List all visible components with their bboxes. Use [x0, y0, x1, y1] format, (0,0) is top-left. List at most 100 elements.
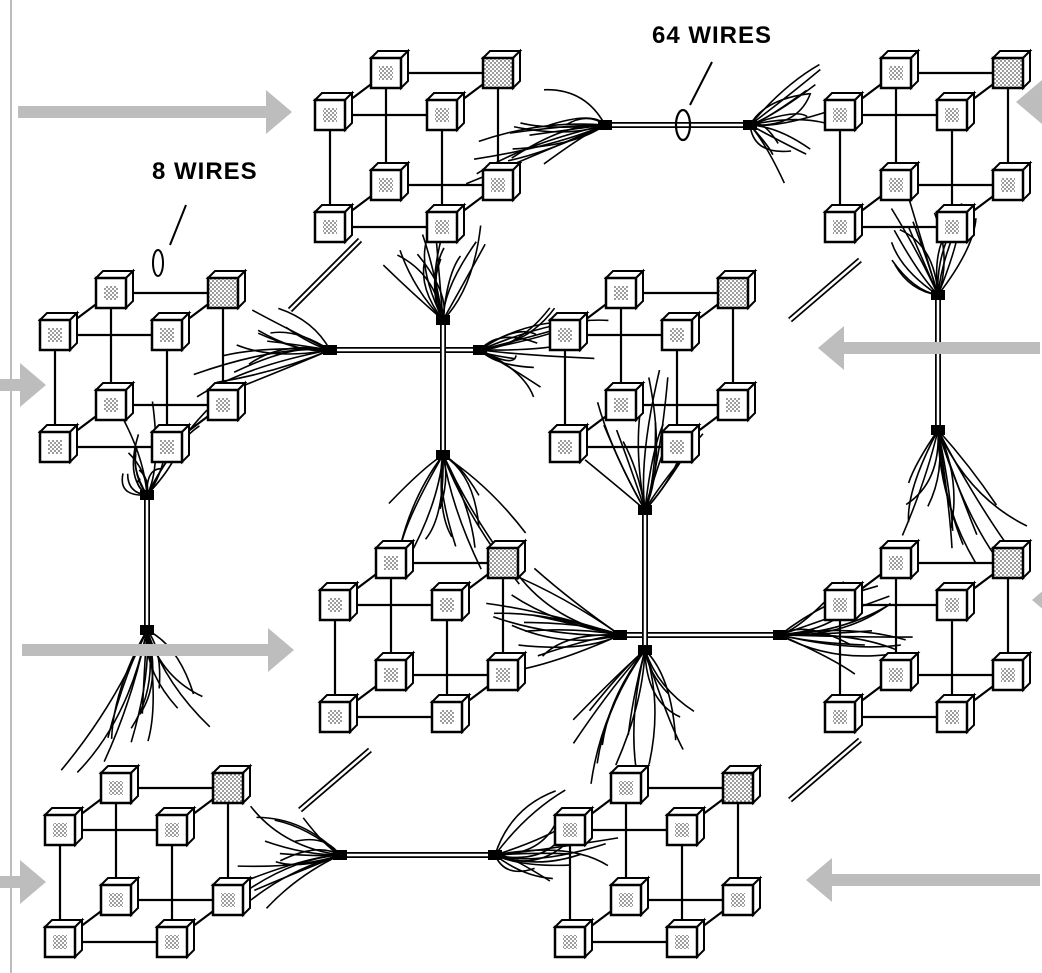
bundle-connector	[473, 345, 487, 355]
cube-inner-mark	[379, 66, 393, 80]
wire	[907, 429, 939, 484]
bundle-connector	[436, 315, 450, 325]
cube-inner-mark	[328, 710, 342, 724]
cube-inner-mark	[675, 935, 689, 949]
trunk-diag-3	[298, 747, 372, 813]
cube-inner-mark	[558, 440, 572, 454]
cube-cluster-7	[42, 763, 253, 960]
wire	[511, 624, 621, 642]
cube-inner-mark	[109, 893, 123, 907]
cube-inner-mark	[619, 893, 633, 907]
wire	[912, 221, 939, 296]
wire	[937, 429, 977, 563]
cube-front-face	[425, 210, 459, 244]
wire	[520, 122, 606, 128]
cube-inner-mark	[435, 108, 449, 122]
label-8-wires: 8 WIRES	[152, 158, 258, 185]
wire	[399, 454, 444, 548]
cube-inner-mark	[104, 398, 118, 412]
cube-inner-mark	[563, 823, 577, 837]
wire	[511, 594, 621, 636]
wire	[644, 423, 664, 511]
wire	[543, 88, 606, 126]
cube-inner-mark	[889, 668, 903, 682]
wire	[399, 454, 444, 546]
wire	[615, 649, 646, 766]
cube-inner-mark	[945, 220, 959, 234]
gray-arrow-icon	[818, 326, 1040, 370]
leader-line-8	[169, 204, 187, 246]
cube-inner-mark	[491, 178, 505, 192]
wire	[901, 429, 939, 536]
cube-inner-mark	[889, 556, 903, 570]
wire	[779, 633, 896, 651]
wire	[937, 218, 977, 296]
wire	[397, 254, 444, 321]
trunk-core	[789, 259, 861, 321]
gray-arrow-icon	[1032, 591, 1042, 609]
bundle-connector	[931, 425, 945, 435]
fan-bottom-a	[233, 805, 347, 909]
wire	[145, 629, 179, 709]
bundle-connector	[613, 630, 627, 640]
wire	[442, 225, 482, 321]
wire	[422, 260, 444, 321]
wire	[644, 649, 677, 741]
cube-inner-mark	[160, 328, 174, 342]
wire	[251, 309, 331, 351]
cube-front-face	[991, 658, 1025, 692]
cube-inner-mark	[833, 598, 847, 612]
leader-line-64	[689, 61, 713, 106]
fan-v-ct-a	[382, 216, 486, 325]
cube-inner-mark	[379, 178, 393, 192]
wire	[890, 208, 939, 296]
cube-inner-mark	[53, 935, 67, 949]
trunk-core	[299, 749, 371, 811]
cube-front-face	[823, 700, 857, 734]
cube-front-face	[481, 56, 515, 90]
gray-arrow-icon	[806, 858, 1040, 902]
wire	[442, 243, 486, 321]
bundle-markers	[152, 61, 713, 277]
cube-inner-mark	[614, 286, 628, 300]
cube-inner-mark	[440, 710, 454, 724]
arrow-group	[0, 80, 1042, 904]
cube-cluster-5	[317, 538, 528, 735]
wire	[603, 424, 646, 511]
fan-v-r-b	[901, 425, 1028, 569]
cube-inner-mark	[558, 328, 572, 342]
wire	[442, 454, 527, 534]
fan-top-right	[743, 63, 834, 184]
cube-inner-mark	[945, 598, 959, 612]
wire	[424, 454, 444, 540]
wire	[494, 837, 619, 856]
cube-inner-mark	[48, 328, 62, 342]
bundle-connector	[743, 120, 757, 130]
cube-clusters	[37, 48, 1033, 960]
cube-front-face	[430, 700, 464, 734]
cube-inner-mark	[384, 556, 398, 570]
cube-cluster-2	[822, 48, 1033, 245]
cube-front-face	[318, 700, 352, 734]
cube-inner-mark	[221, 893, 235, 907]
bundle-loop-64	[674, 108, 692, 142]
cube-inner-mark	[53, 823, 67, 837]
cube-inner-mark	[945, 710, 959, 724]
wire	[494, 789, 566, 856]
wire	[278, 307, 331, 351]
gray-arrow-icon	[0, 363, 46, 407]
wire	[493, 615, 621, 637]
bundle-connector	[638, 645, 652, 655]
wire	[615, 429, 646, 511]
cube-front-face	[823, 588, 857, 622]
bundle-connector	[638, 505, 652, 515]
cube-front-face	[430, 588, 464, 622]
bundle-loop-8	[152, 249, 164, 277]
cube-inner-mark	[216, 398, 230, 412]
wire	[644, 377, 669, 511]
cube-inner-mark	[945, 108, 959, 122]
gray-arrow-icon	[1016, 80, 1042, 124]
cube-inner-mark	[435, 220, 449, 234]
cube-inner-mark	[1001, 668, 1015, 682]
